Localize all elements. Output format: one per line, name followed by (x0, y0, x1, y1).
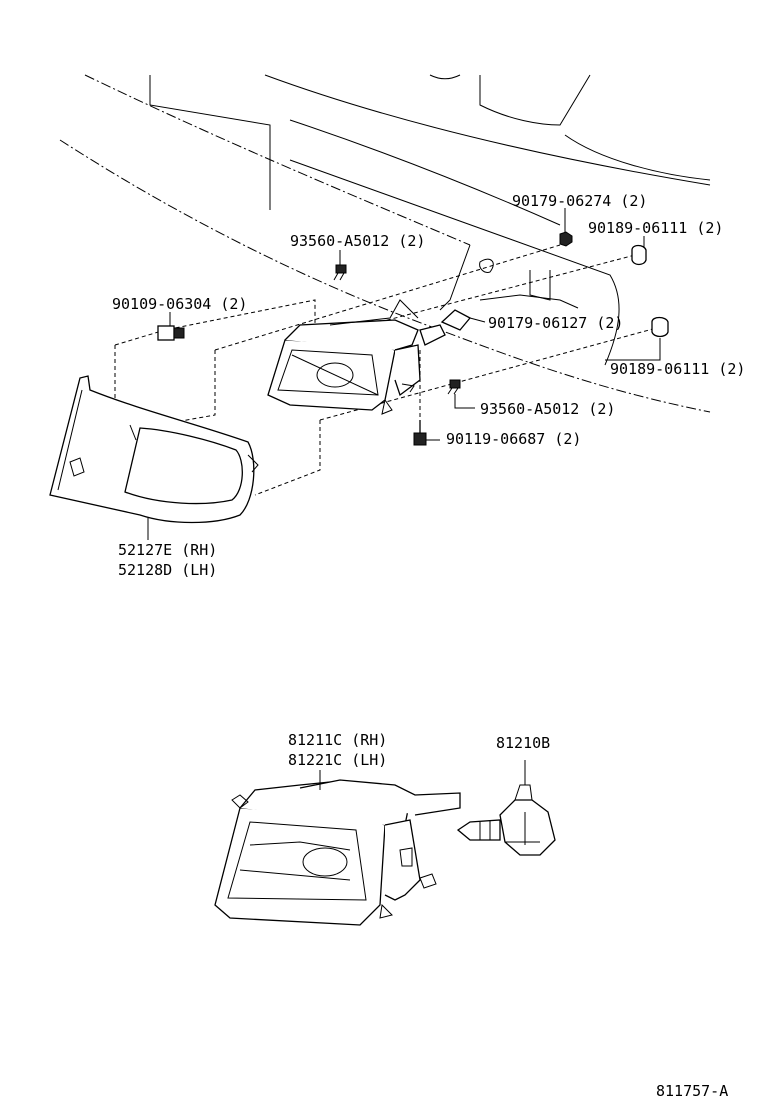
clip-icon-mid (651, 316, 669, 338)
label-bezel-rh: 52127E (RH) (118, 541, 217, 559)
bumper-body-outline (59, 74, 711, 413)
label-screw-mid: 93560-A5012 (2) (480, 400, 615, 418)
fog-lamp-detail (214, 779, 461, 926)
label-clip-right-mid: 90189-06111 (2) (610, 360, 745, 378)
bolt-icon-long (413, 420, 427, 446)
part-labels: 90179-06274 (2) 90189-06111 (2) 93560-A5… (112, 192, 745, 1100)
label-bezel-lh: 52128D (LH) (118, 561, 217, 579)
diagram-id: 811757-A (656, 1082, 728, 1100)
screw-icon-mid (447, 379, 461, 395)
label-lamp-lh: 81221C (LH) (288, 751, 387, 769)
clip-nut-icon (440, 309, 472, 331)
bezel-part (49, 375, 259, 524)
screw-icon (333, 264, 347, 281)
label-screw-top: 93560-A5012 (2) (290, 232, 425, 250)
label-bulb: 81210B (496, 734, 550, 752)
label-nut-mid: 90179-06127 (2) (488, 314, 623, 332)
fog-lamp-installed (267, 299, 446, 415)
label-clip-right-top: 90189-06111 (2) (588, 219, 723, 237)
clip-icon (631, 244, 647, 266)
label-bolt-left: 90109-06304 (2) (112, 295, 247, 313)
fasteners-upper (157, 231, 669, 446)
bulb-icon (456, 784, 556, 856)
label-bolt-bottom: 90119-06687 (2) (446, 430, 581, 448)
nut-icon (559, 231, 573, 247)
label-nut-top: 90179-06274 (2) (512, 192, 647, 210)
label-lamp-rh: 81211C (RH) (288, 731, 387, 749)
leader-lines-upper (147, 208, 661, 540)
bolt-icon (157, 325, 185, 341)
leader-lines-lower (319, 760, 526, 790)
